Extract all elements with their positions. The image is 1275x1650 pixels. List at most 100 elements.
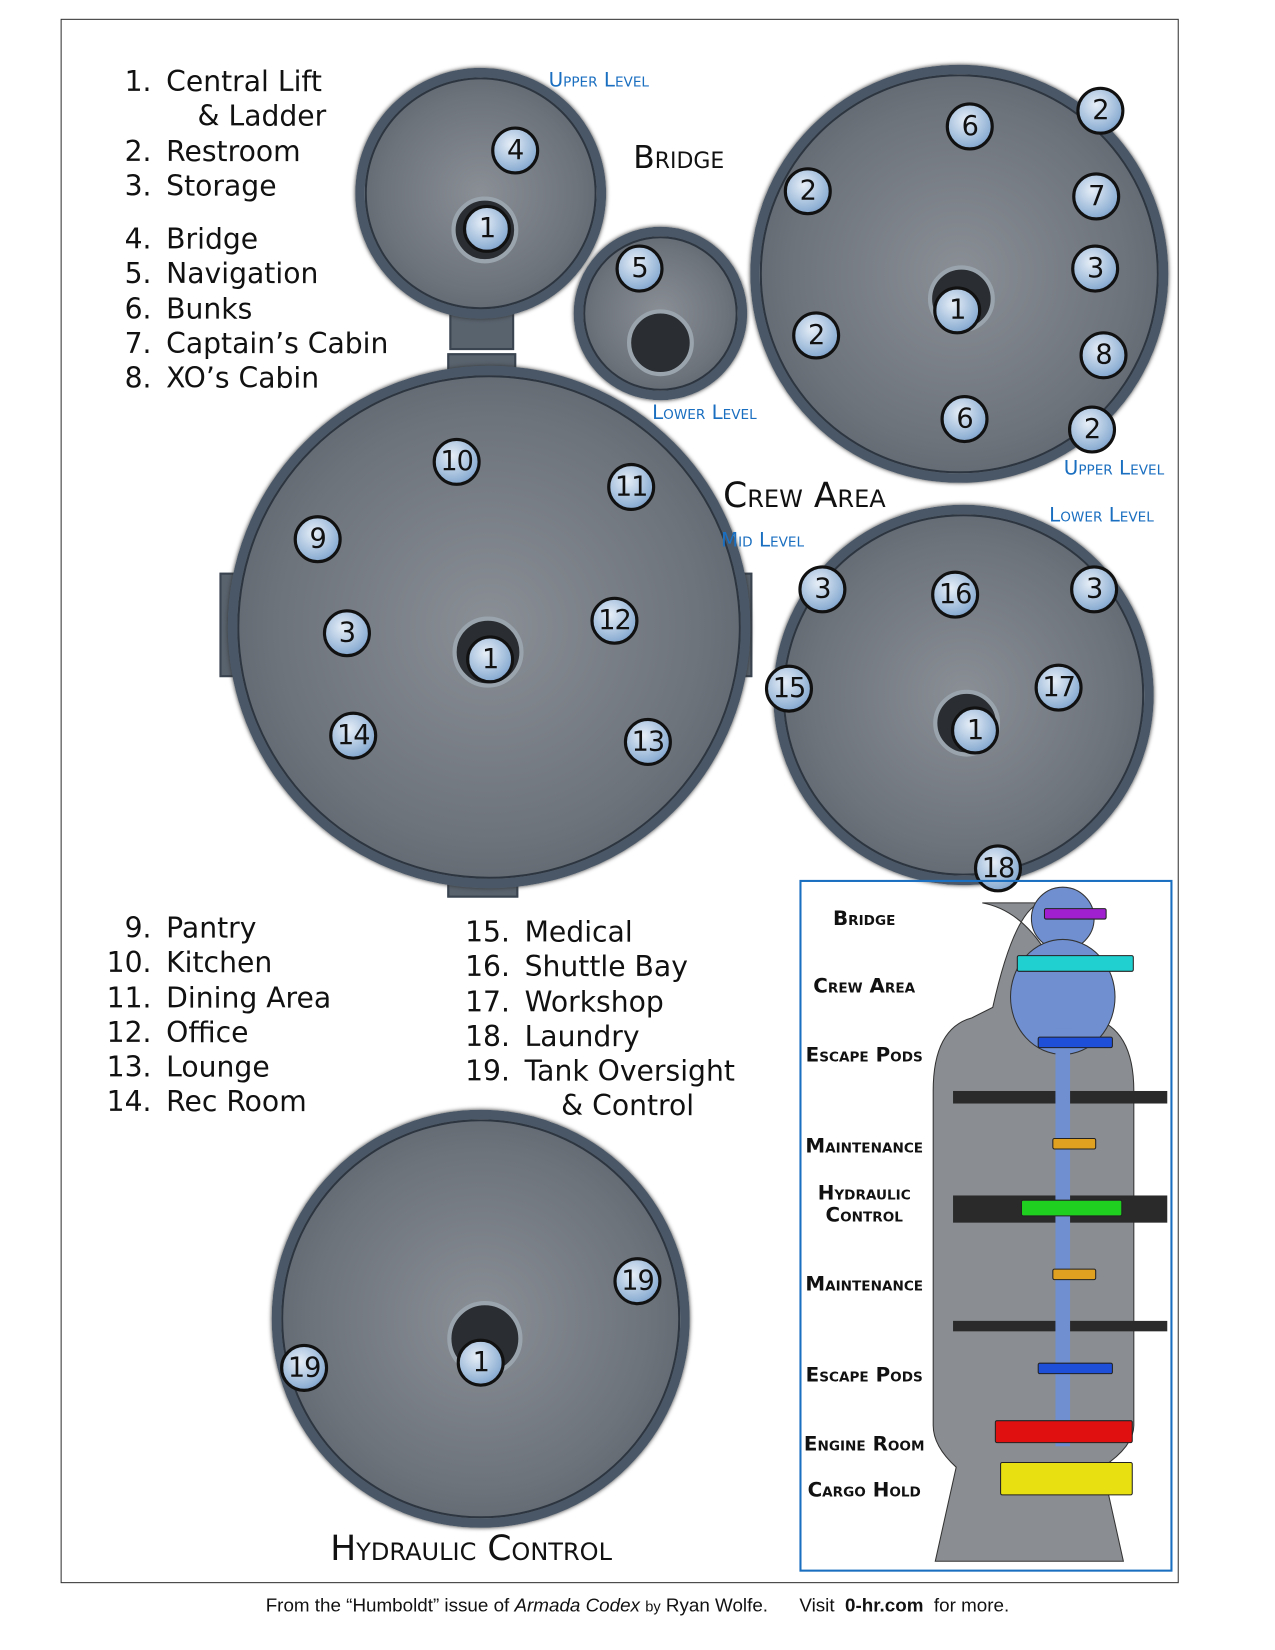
legend-label: Office	[166, 1016, 249, 1050]
legend-item: 11.Dining Area	[104, 981, 331, 1016]
footer-credit: From the “Humboldt” issue of Armada Code…	[0, 1595, 1275, 1617]
publication-name: Armada Codex	[514, 1594, 640, 1616]
section-marker	[994, 1420, 1133, 1444]
legend-number: 2.	[124, 135, 152, 168]
section-marker	[1037, 1036, 1113, 1049]
legend-label: Dining Area	[166, 981, 332, 1015]
legend-number: 7.	[124, 328, 152, 361]
legend-label: & Ladder	[197, 100, 327, 134]
section-label: Bridge	[833, 907, 896, 931]
room-number-badge: 12	[590, 596, 639, 645]
legend-item: 2. Restroom	[104, 134, 388, 169]
legend-item: 10.Kitchen	[104, 946, 331, 981]
room-number-badge: 8	[1079, 331, 1128, 380]
section-marker	[1037, 1362, 1113, 1375]
room-number-badge: 1	[462, 204, 512, 253]
legend-item: 16.Shuttle Bay	[463, 950, 735, 985]
room-number-badge: 2	[1076, 86, 1125, 135]
central-lift-icon	[627, 309, 694, 377]
room-number-badge: 14	[329, 711, 378, 760]
section-marker	[1052, 1268, 1097, 1281]
legend-number: 8.	[124, 363, 152, 396]
crew-mid-label: Mid Level	[721, 528, 805, 552]
section-marker	[1016, 955, 1134, 972]
room-number-badge: 16	[931, 570, 980, 619]
crew-lower-label: Lower Level	[1049, 503, 1154, 527]
bridge-upper-deck	[355, 67, 607, 319]
legend-label: Navigation	[166, 258, 319, 292]
room-number-badge: 2	[792, 311, 841, 360]
legend-number: 5.	[124, 258, 152, 292]
legend-label: Workshop	[524, 986, 664, 1019]
crew-area-title: Crew Area	[723, 474, 886, 516]
footer-by: by	[645, 1597, 661, 1615]
section-label: Engine Room	[803, 1432, 925, 1456]
room-number-badge: 3	[798, 565, 847, 614]
legend-item: 12.Office	[104, 1016, 331, 1051]
legend-label: Storage	[166, 170, 277, 203]
room-number-badge: 19	[280, 1343, 329, 1392]
legend-label: Captain’s Cabin	[166, 328, 389, 361]
legend-item: 6. Bunks	[104, 292, 388, 327]
legend-item: 7. Captain’s Cabin	[104, 327, 389, 362]
room-number-badge: 7	[1072, 172, 1121, 221]
section-label: Escape Pods	[805, 1363, 923, 1387]
legend-item: 1. Central Lift	[104, 65, 388, 100]
footer-visit: Visit	[799, 1594, 835, 1616]
legend-number: 9.	[124, 912, 152, 945]
legend-label: Restroom	[166, 135, 301, 168]
room-number-badge: 5	[615, 244, 664, 293]
room-number-badge: 13	[623, 717, 672, 766]
legend-item: 15.Medical	[463, 915, 735, 950]
legend-label: Tank Oversight	[524, 1055, 735, 1089]
legend-item: 13.Lounge	[104, 1050, 331, 1085]
section-label: Escape Pods	[805, 1043, 923, 1067]
room-number-badge: 11	[607, 462, 656, 512]
legend-number: 18.	[465, 1020, 510, 1054]
room-number-badge: 2	[1067, 405, 1117, 454]
legend-label: Laundry	[524, 1020, 640, 1054]
legend-item: 19. Tank Oversight	[463, 1055, 735, 1090]
room-number-badge: 4	[491, 126, 540, 175]
legend-number: 1.	[124, 65, 152, 99]
legend-number: 17.	[465, 986, 510, 1019]
legend-item: 4.Bridge	[104, 223, 388, 258]
room-number-badge: 10	[432, 437, 481, 486]
room-number-badge: 1	[456, 1338, 505, 1387]
legend-label: Rec Room	[166, 1086, 307, 1119]
room-number-badge: 6	[945, 102, 994, 151]
legend-item: & Ladder	[104, 100, 388, 135]
room-number-badge: 17	[1034, 663, 1083, 712]
bridge-upper-label: Upper Level	[548, 68, 649, 92]
legend-label: Bunks	[166, 293, 253, 326]
room-number-badge: 9	[293, 515, 342, 564]
hydraulic-title: Hydraulic Control	[330, 1527, 612, 1569]
room-number-badge: 2	[783, 167, 832, 216]
author-name: Ryan Wolfe.	[665, 1594, 769, 1616]
legend-item: & Control	[463, 1089, 735, 1124]
legend-number: 14.	[106, 1086, 152, 1119]
website-link[interactable]: 0-hr.com	[845, 1594, 924, 1616]
legend-item: 18. Laundry	[463, 1020, 735, 1055]
legend-item: 3. Storage	[104, 169, 388, 204]
room-number-badge: 6	[940, 395, 989, 444]
legend-number: 3.	[124, 170, 152, 203]
legend-label: Central Lift	[166, 65, 322, 99]
legend-number: 19.	[465, 1055, 510, 1089]
room-number-badge: 3	[1071, 244, 1120, 293]
legend-item: 9.Pantry	[104, 911, 331, 946]
section-marker	[1000, 1461, 1133, 1496]
bridge-title: Bridge	[633, 140, 725, 177]
legend-label: Shuttle Bay	[524, 951, 688, 984]
legend-label: XO’s Cabin	[166, 363, 320, 396]
room-number-badge: 15	[764, 664, 814, 713]
legend-label: Lounge	[166, 1051, 270, 1084]
room-number-badge: 3	[322, 609, 371, 658]
room-number-badge: 1	[933, 286, 982, 335]
section-label: Hydraulic Control	[817, 1181, 911, 1227]
room-number-badge: 1	[466, 635, 515, 684]
footer-text: From the “Humboldt” issue of	[265, 1594, 510, 1616]
legend-number: 6.	[124, 293, 152, 326]
legend-label: Medical	[524, 916, 633, 949]
